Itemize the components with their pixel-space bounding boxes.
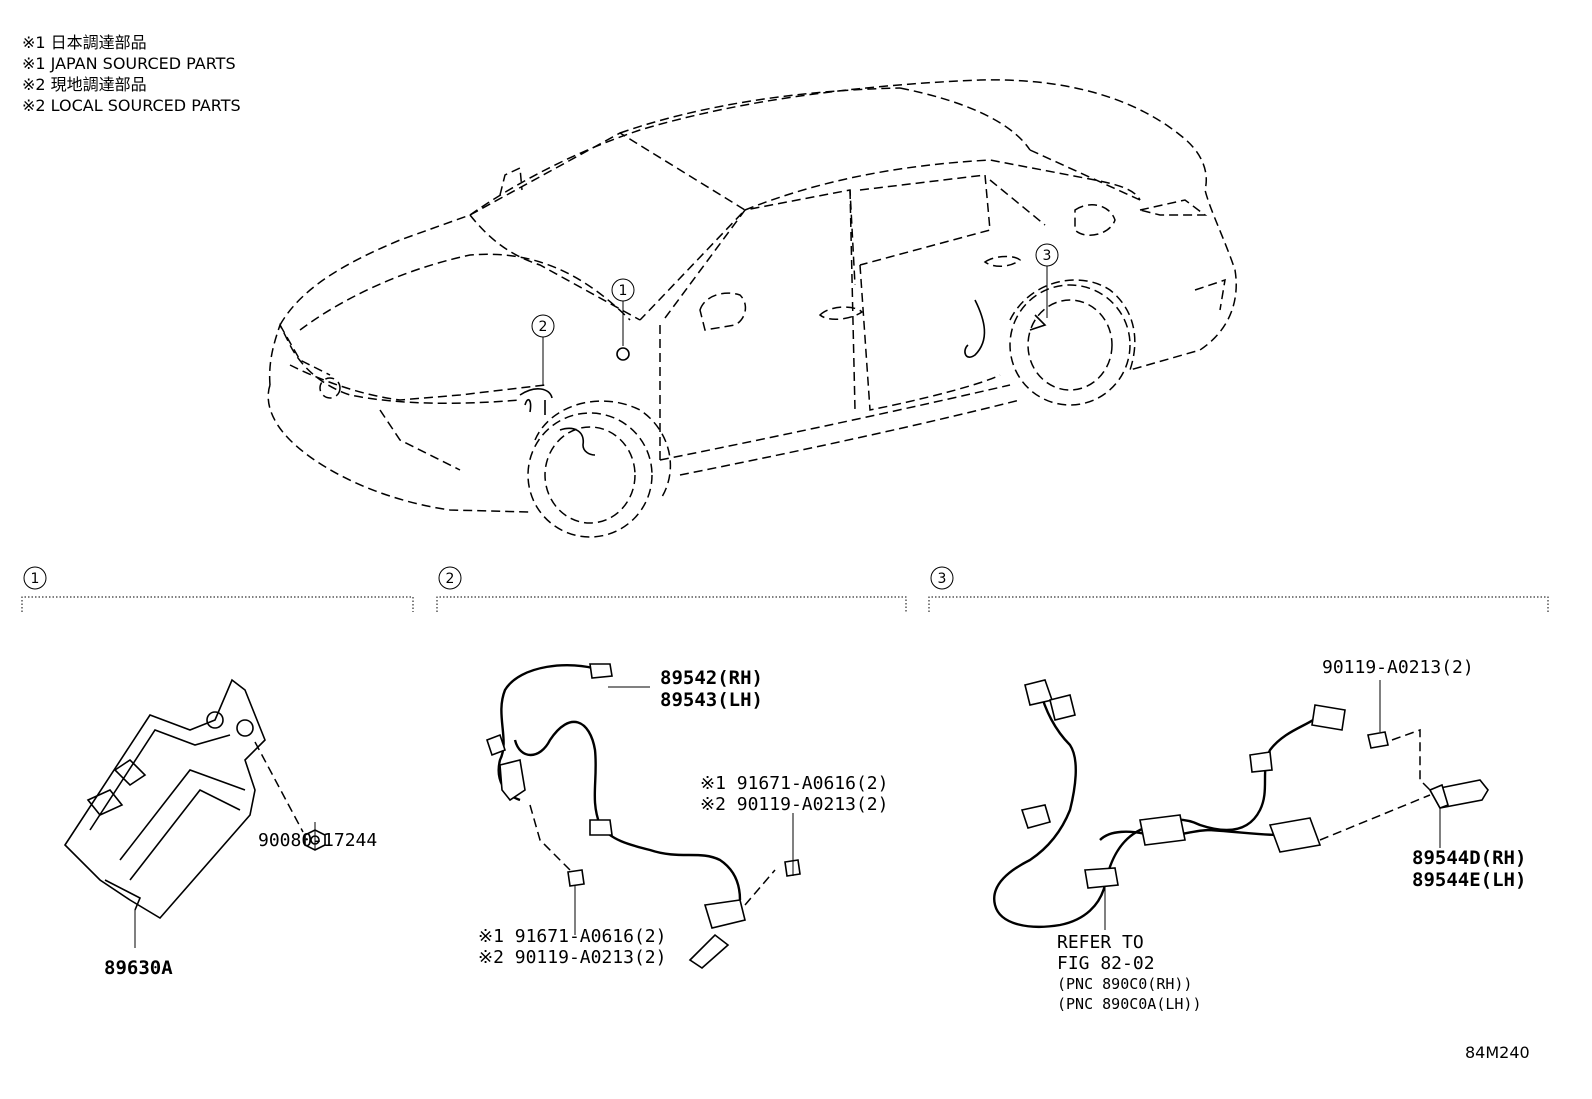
- fastener-left-2: ※2 90119-A0213(2): [478, 947, 666, 968]
- svg-text:2: 2: [446, 571, 455, 587]
- part-89630A: 89630A: [104, 957, 173, 979]
- pnc-rh: (PNC 890C0(RH)): [1057, 975, 1192, 993]
- fastener-right-1: ※1 91671-A0616(2): [700, 773, 888, 794]
- svg-text:2: 2: [539, 319, 548, 335]
- note-4: ※2 LOCAL SOURCED PARTS: [22, 96, 241, 115]
- section-2-parts: 89542(RH) 89543(LH) ※1 91671-A0616(2) ※2…: [478, 663, 888, 970]
- note-3: ※2 現地調達部品: [22, 75, 147, 94]
- part-90080-17244: 90080-17244: [258, 830, 377, 851]
- fastener-right-2: ※2 90119-A0213(2): [700, 794, 888, 815]
- svg-text:1: 1: [31, 571, 40, 587]
- section-header-1: 1: [21, 566, 414, 612]
- section-3-parts: 90119-A0213(2) 89544D(RH) 89544E(LH) REF…: [993, 657, 1526, 1013]
- refer-to-label: REFER TO: [1057, 932, 1144, 953]
- svg-text:3: 3: [938, 571, 947, 587]
- section-header-3: 3: [928, 566, 1549, 612]
- car-callout-3: 3: [1035, 243, 1059, 318]
- refer-fig-label: FIG 82-02: [1057, 953, 1155, 974]
- fastener-left-1: ※1 91671-A0616(2): [478, 926, 666, 947]
- sensor-89544E-lh: 89544E(LH): [1412, 869, 1526, 891]
- svg-text:1: 1: [619, 283, 628, 299]
- sensor-89543-lh: 89543(LH): [660, 689, 763, 711]
- note-1: ※1 日本調達部品: [22, 33, 147, 52]
- svg-text:3: 3: [1043, 248, 1052, 264]
- section-1-parts: 90080-17244 89630A: [63, 678, 377, 979]
- sensor-89544D-rh: 89544D(RH): [1412, 847, 1526, 869]
- figure-id: 84M240: [1465, 1043, 1530, 1062]
- bolt-90119-A0213: 90119-A0213(2): [1322, 657, 1474, 678]
- car-overview: [267, 79, 1237, 538]
- car-callout-1: 1: [611, 278, 635, 346]
- sensor-89542-rh: 89542(RH): [660, 667, 763, 689]
- car-callout-2: 2: [531, 314, 555, 385]
- pnc-lh: (PNC 890C0A(LH)): [1057, 995, 1202, 1013]
- section-header-2: 2: [436, 566, 907, 612]
- source-notes: ※1 日本調達部品 ※1 JAPAN SOURCED PARTS ※2 現地調達…: [22, 33, 241, 115]
- note-2: ※1 JAPAN SOURCED PARTS: [22, 54, 236, 73]
